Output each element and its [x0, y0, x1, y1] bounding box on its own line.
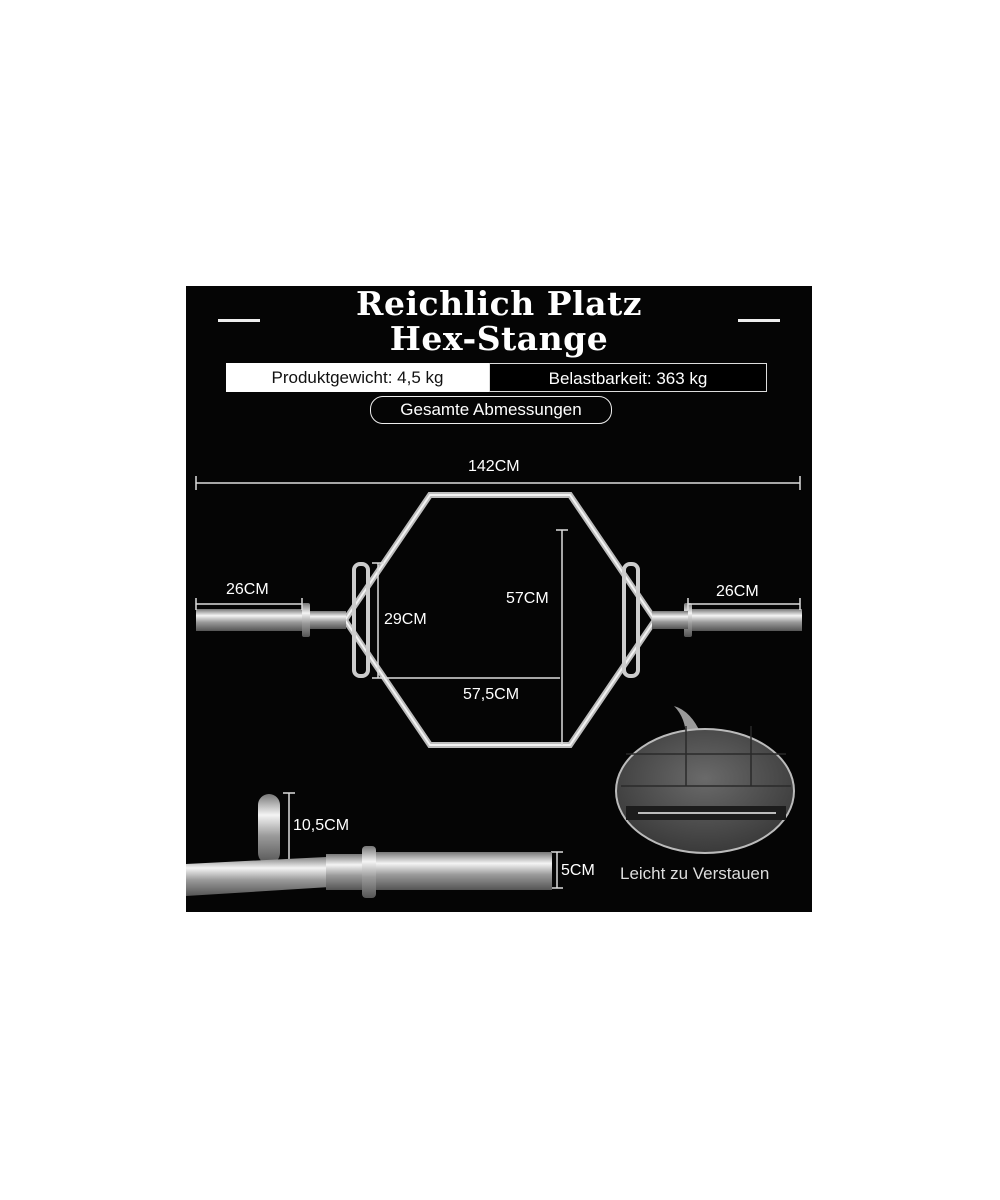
- storage-photo: [615, 728, 795, 854]
- handle-right: [622, 562, 640, 678]
- spec-weight: Produktgewicht: 4,5 kg: [226, 363, 489, 392]
- dim-inner-width: 57,5CM: [463, 686, 520, 703]
- title-line-1: Reichlich Platz: [356, 286, 642, 323]
- sleeve-left: [196, 609, 306, 631]
- section-label: Gesamte Abmessungen: [370, 396, 612, 424]
- product-infographic: Reichlich Platz Hex-Stange Produktgewich…: [186, 286, 812, 912]
- closeup-sleeve: [376, 852, 552, 890]
- closeup-handle: [258, 794, 280, 864]
- dim-handle-length: 29CM: [384, 611, 427, 628]
- dim-handle-height: 10,5CM: [293, 817, 350, 834]
- storage-caption: Leicht zu Verstauen: [620, 864, 770, 883]
- decor-dash-right: [738, 319, 780, 322]
- title-line-2: Hex-Stange: [389, 319, 609, 358]
- dim-inner-height: 57CM: [506, 590, 549, 607]
- decor-dash-left: [218, 319, 260, 322]
- dim-sleeve-diameter: 5CM: [561, 862, 595, 879]
- handle-left: [352, 562, 370, 678]
- dim-sleeve-right: 26CM: [716, 583, 759, 600]
- sleeve-right: [692, 609, 802, 631]
- spec-capacity: Belastbarkeit: 363 kg: [489, 363, 767, 392]
- hex-bar-illustration: [186, 476, 802, 898]
- dim-total-length: 142CM: [468, 458, 520, 475]
- dim-sleeve-left: 26CM: [226, 581, 269, 598]
